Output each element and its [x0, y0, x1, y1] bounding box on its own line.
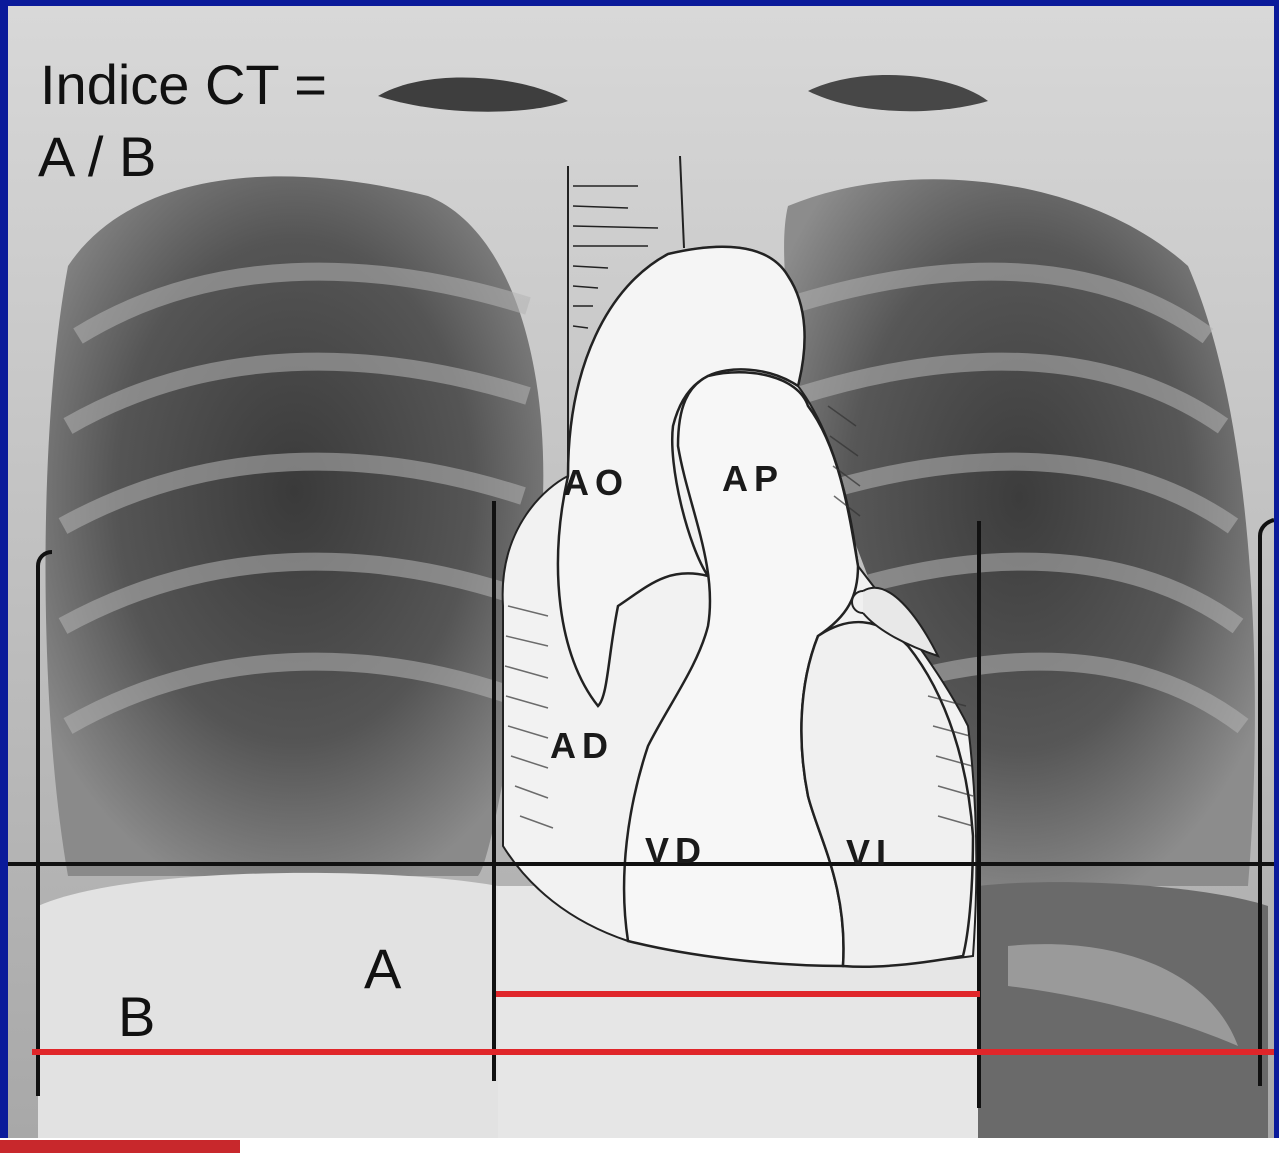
chest-xray-drawing	[8, 6, 1274, 1140]
measurement-a-label: A	[364, 936, 401, 1001]
index-title: Indice CT =	[40, 52, 327, 117]
measurement-b-label: B	[118, 984, 155, 1049]
label-right-ventricle: VD	[645, 830, 707, 872]
label-left-ventricle: VI	[846, 832, 892, 874]
index-formula: A / B	[38, 124, 156, 189]
label-aorta: AO	[563, 462, 629, 504]
label-pulmonary-artery: AP	[722, 458, 784, 500]
slide-bottom-accent	[0, 1140, 240, 1153]
chest-xray-image	[8, 6, 1274, 1140]
label-right-atrium: AD	[550, 725, 614, 767]
